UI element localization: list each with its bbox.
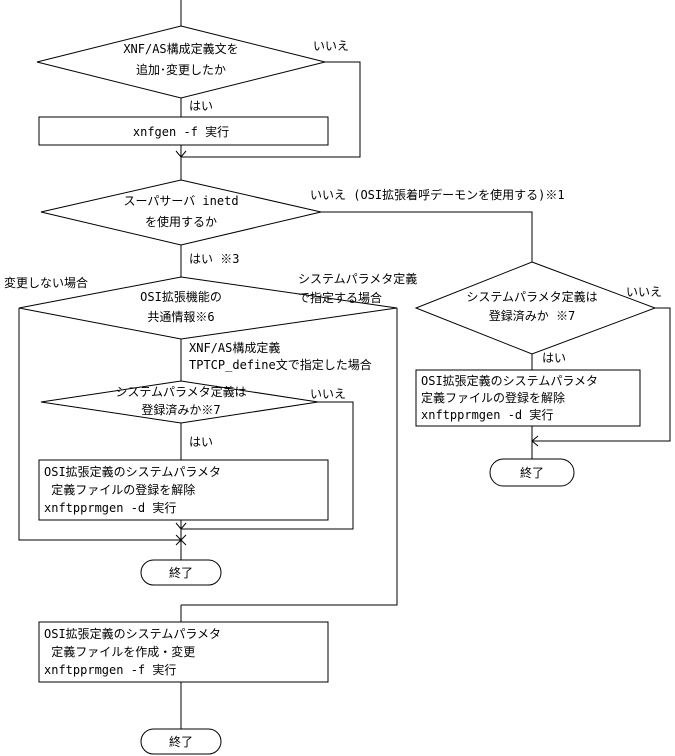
decision-3-down-label-line1: XNF/AS構成定義 xyxy=(189,340,280,355)
decision-3-right-path xyxy=(181,308,398,606)
process-xnfgen xyxy=(38,116,329,146)
decision-4-yes-label: はい xyxy=(189,435,213,449)
decision-xnf-definition-changed xyxy=(36,25,326,99)
decision-1-no-path xyxy=(181,61,361,158)
decision-3-text-line1: OSI拡張機能の xyxy=(140,289,222,304)
decision-1-text-line2: 追加･変更したか xyxy=(136,62,226,77)
process-unregister-right xyxy=(415,369,641,427)
process-3-line3: xnftpprmgen -d 実行 xyxy=(421,407,553,422)
process-2-line3: xnftpprmgen -d 実行 xyxy=(44,500,176,515)
terminal-end-3 xyxy=(140,728,222,755)
terminal-1-label: 終了 xyxy=(169,565,193,580)
process-4-line2: 定義ファイルを作成・変更 xyxy=(44,644,195,659)
decision-3-text-line2: 共通情報※6 xyxy=(147,310,214,324)
decision-5-no-label: いいえ xyxy=(626,285,662,299)
process-4-line1: OSI拡張定義のシステムパラメタ xyxy=(44,626,221,641)
decision-2-yes-label: はい ※3 xyxy=(189,252,239,266)
process-2-line2: 定義ファイルの登録を解除 xyxy=(44,482,195,497)
terminal-3-label: 終了 xyxy=(169,734,193,749)
process-1-text: xnfgen -f 実行 xyxy=(133,124,229,139)
decision-1-no-label: いいえ xyxy=(313,39,349,53)
decision-5-yes-label: はい xyxy=(542,351,566,365)
merge-arrowhead xyxy=(531,435,539,447)
decision-2-no-path xyxy=(321,211,533,262)
decision-5-text-line1: システムパラメタ定義は xyxy=(466,289,597,304)
process-unregister-left xyxy=(38,459,329,521)
process-3-line2: 定義ファイルの登録を解除 xyxy=(421,390,565,405)
decision-3-left-path xyxy=(18,308,181,541)
decision-1-yes-label: はい xyxy=(189,99,213,113)
decision-3-right-label-line2: で指定する場合 xyxy=(298,290,382,305)
junction-mark xyxy=(175,534,187,546)
terminal-end-1 xyxy=(140,559,222,586)
process-4-line3: xnftpprmgen -f 実行 xyxy=(44,662,176,677)
terminal-end-2 xyxy=(489,458,575,487)
merge-arrowhead xyxy=(175,522,187,530)
decision-1-text-line1: XNF/AS構成定義文を xyxy=(123,41,238,56)
decision-param-registered-right xyxy=(414,261,657,355)
decision-5-text-line2: 登録済みか ※7 xyxy=(489,308,575,323)
decision-use-inetd xyxy=(40,179,322,246)
merge-arrowhead xyxy=(175,150,187,158)
decision-3-right-label-line1: システムパラメタ定義 xyxy=(298,271,417,286)
decision-5-no-path xyxy=(532,307,671,442)
decision-3-left-label: 変更しない場合 xyxy=(4,275,88,290)
decision-2-no-label: いいえ (OSI拡張着呼デーモンを使用する)※1 xyxy=(310,187,565,202)
decision-3-down-label-line2: TPTCP_define文で指定した場合 xyxy=(189,357,372,372)
decision-4-no-path xyxy=(181,401,354,530)
process-3-line1: OSI拡張定義のシステムパラメタ xyxy=(421,373,598,388)
decision-2-text-line1: スーパサーバ inetd xyxy=(123,194,238,208)
decision-2-text-line2: を使用するか xyxy=(145,214,217,229)
decision-4-text-line1: システムパラメタ定義は xyxy=(115,384,246,399)
decision-4-text-line2: 登録済みか※7 xyxy=(141,402,220,417)
process-create-change xyxy=(38,621,329,683)
process-2-line1: OSI拡張定義のシステムパラメタ xyxy=(44,464,221,479)
decision-4-no-label: いいえ xyxy=(310,387,346,401)
terminal-2-label: 終了 xyxy=(520,465,544,480)
